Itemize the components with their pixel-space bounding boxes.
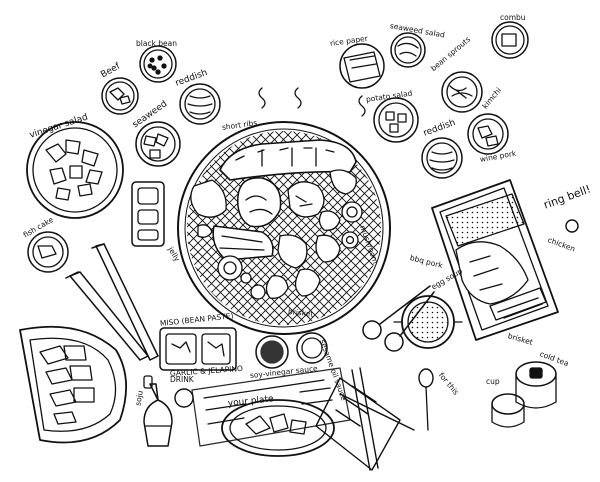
- label-black-bean: black bean: [136, 39, 178, 48]
- banchan-bowls: [27, 21, 529, 273]
- chopsticks: [315, 367, 415, 471]
- egg-soup-pot: [393, 295, 463, 349]
- label-drink: DRINK: [170, 375, 194, 384]
- tongs: [65, 243, 159, 361]
- your-plate: [221, 399, 335, 457]
- soju-bottle: [143, 383, 173, 447]
- cup: [491, 393, 525, 428]
- sauce-tray: [159, 327, 237, 371]
- bell-icon: [565, 219, 579, 233]
- menu-sheet: [191, 367, 351, 447]
- vinegar-salad-bowl: [26, 121, 124, 219]
- spoon: [418, 368, 434, 431]
- sesame-oil-sauce-dish: [296, 332, 328, 364]
- label-combu: combu: [500, 13, 526, 22]
- drink-can: [143, 375, 153, 389]
- scissors: [362, 285, 435, 352]
- cold-tea-pitcher: [515, 361, 557, 409]
- grill: [177, 87, 391, 335]
- jelly-tray: [131, 181, 165, 247]
- label-cup: cup: [486, 377, 500, 386]
- meat-board: [431, 179, 559, 341]
- soju-cup: [174, 388, 194, 408]
- soy-vinegar-sauce-dish: [255, 335, 289, 369]
- meat-plate: [19, 325, 128, 444]
